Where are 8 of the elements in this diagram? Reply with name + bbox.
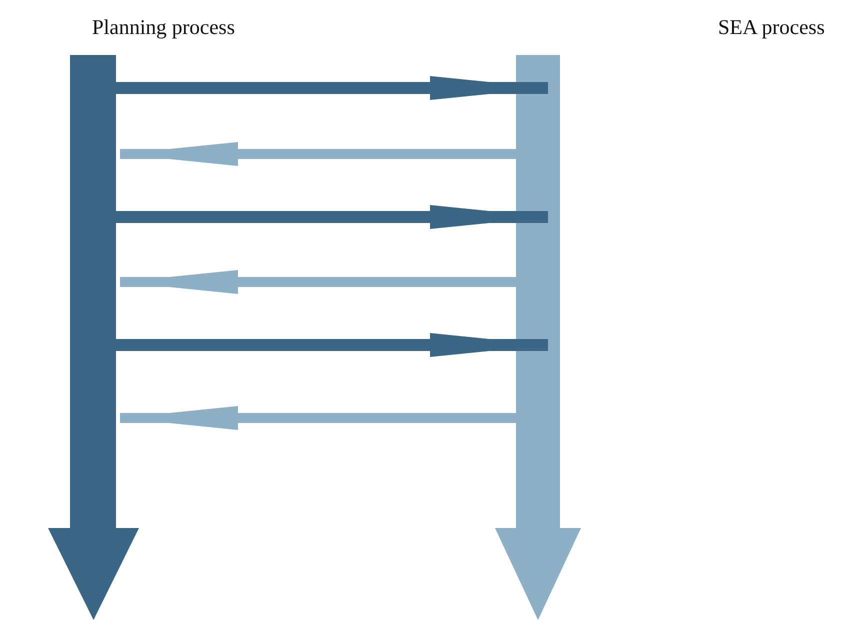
arrow xyxy=(116,205,548,229)
arrow xyxy=(120,406,516,430)
arrow xyxy=(120,270,516,294)
process-title: Planning process xyxy=(92,15,235,40)
process-title: SEA process xyxy=(718,15,825,40)
arrow xyxy=(120,142,516,166)
arrow xyxy=(116,333,548,357)
arrow xyxy=(116,76,548,100)
